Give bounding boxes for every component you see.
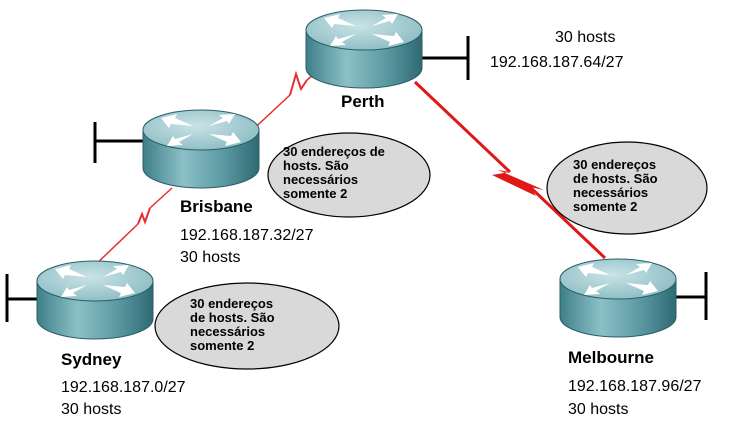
brisbane-hosts: 30 hosts bbox=[180, 249, 241, 266]
bubble-perth-brisbane bbox=[267, 132, 431, 218]
sydney-network: 192.168.187.0/27 bbox=[61, 379, 186, 396]
bubble-text-perth-brisbane: 30 endereços de hosts. São necessários s… bbox=[283, 144, 385, 201]
router-label-perth: Perth bbox=[341, 92, 385, 111]
perth-network: 192.168.187.64/27 bbox=[490, 54, 624, 71]
router-label-sydney: Sydney bbox=[61, 350, 122, 369]
router-icon-sydney bbox=[36, 260, 154, 340]
router-label-melbourne: Melbourne bbox=[568, 348, 654, 367]
melbourne-network: 192.168.187.96/27 bbox=[568, 378, 702, 395]
serial-zigzag-perth-brisbane bbox=[289, 70, 308, 96]
router-icon-brisbane bbox=[142, 109, 260, 189]
serial-zigzag-sydney-brisbane bbox=[137, 207, 151, 225]
sydney-hosts: 30 hosts bbox=[61, 401, 122, 418]
bubble-text-perth-melbourne: 30 endereços de hosts. São necessários s… bbox=[573, 157, 658, 214]
link-perth-melbourne-b bbox=[528, 185, 607, 260]
bubble-brisbane-sydney bbox=[154, 282, 340, 370]
router-label-brisbane: Brisbane bbox=[180, 197, 253, 216]
router-icon-melbourne bbox=[559, 258, 677, 338]
link-perth-melbourne-a bbox=[413, 80, 512, 174]
brisbane-network: 192.168.187.32/27 bbox=[180, 227, 314, 244]
melbourne-hosts: 30 hosts bbox=[568, 401, 629, 418]
bubble-perth-melbourne bbox=[546, 141, 708, 235]
perth-hosts: 30 hosts bbox=[555, 29, 616, 46]
serial-zigzag-perth-melbourne bbox=[492, 170, 544, 196]
router-icon-perth bbox=[305, 9, 423, 89]
bubble-text-brisbane-sydney: 30 endereços de hosts. São necessários s… bbox=[190, 296, 275, 353]
link-sydney-brisbane-a bbox=[149, 187, 173, 209]
